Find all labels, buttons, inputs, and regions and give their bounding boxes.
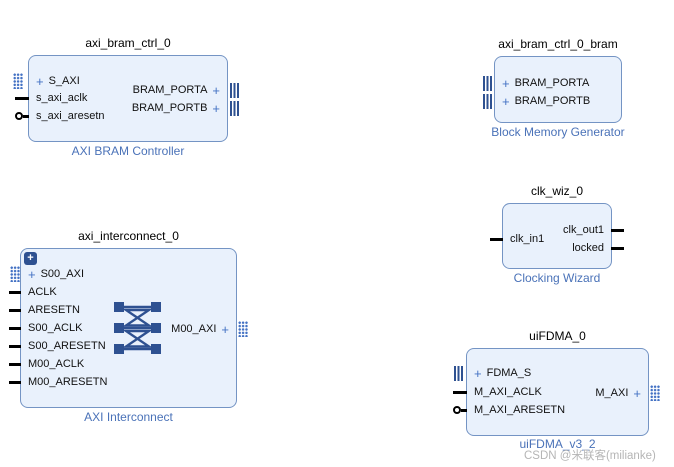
port-label: BRAM_PORTA (132, 84, 208, 96)
expand-plus-icon[interactable]: + (28, 266, 36, 282)
port-aclk[interactable]: ACLK (9, 283, 57, 301)
port-s00-axi[interactable]: + S00_AXI (10, 265, 85, 283)
expand-plus-icon[interactable]: + (36, 73, 44, 89)
ip-block-body[interactable]: + + S00_AXI ACLK ARESETN S00_ACLK S00_AR… (9, 248, 248, 408)
pin-stub (9, 326, 21, 330)
port-m-axi-aclk[interactable]: M_AXI_ACLK (453, 383, 542, 401)
port-m-axi-aresetn[interactable]: M_AXI_ARESETN (453, 401, 566, 419)
watermark: CSDN @米联客(milianke) (524, 450, 656, 462)
port-s00-aresetn[interactable]: S00_ARESETN (9, 337, 106, 355)
ip-block-body[interactable]: + FDMA_S M_AXI_ACLK M_AXI_ARESETN M_AXI … (453, 348, 660, 436)
unconnected-interface-icon (650, 385, 660, 401)
connected-bus-icon (230, 82, 240, 98)
port-label: ARESETN (28, 304, 80, 316)
port-label: M00_ARESETN (28, 376, 108, 388)
port-clk-in1[interactable]: clk_in1 (490, 230, 545, 248)
port-bram-porta[interactable]: + BRAM_PORTA (483, 74, 590, 92)
port-label: M00_AXI (171, 323, 217, 335)
port-s00-aclk[interactable]: S00_ACLK (9, 319, 83, 337)
unconnected-interface-icon (238, 321, 248, 337)
ip-instance-name: axi_bram_ctrl_0 (85, 36, 171, 50)
expand-plus-icon[interactable]: + (221, 321, 229, 337)
pin-stub (490, 237, 503, 241)
port-bram-porta[interactable]: BRAM_PORTA + (132, 81, 240, 99)
pin-stub (9, 362, 21, 366)
port-s-axi-aclk[interactable]: s_axi_aclk (15, 89, 88, 107)
active-low-pin-icon (453, 406, 467, 414)
pin-stub (9, 344, 21, 348)
port-label: S_AXI (48, 75, 80, 87)
ip-type-label: AXI Interconnect (84, 410, 173, 424)
pin-stub (453, 390, 467, 394)
port-label: S00_AXI (40, 268, 85, 280)
port-label: FDMA_S (486, 367, 532, 379)
expand-plus-icon[interactable]: + (502, 75, 510, 91)
port-label: S00_ARESETN (28, 340, 106, 352)
connected-bus-icon (454, 365, 464, 381)
ip-block-body[interactable]: clk_in1 clk_out1 locked (490, 203, 624, 269)
pin-stub (9, 380, 21, 384)
port-label: ACLK (28, 286, 57, 298)
ip-block-body[interactable]: + S_AXI s_axi_aclk s_axi_aresetn BRAM_PO… (13, 55, 240, 142)
port-label: s_axi_aresetn (36, 110, 105, 122)
port-clk-out1[interactable]: clk_out1 (563, 221, 624, 239)
port-label: s_axi_aclk (36, 92, 88, 104)
expand-block-button[interactable]: + (24, 252, 37, 265)
expand-plus-icon[interactable]: + (502, 93, 510, 109)
ip-instance-name: axi_interconnect_0 (78, 229, 179, 243)
active-low-pin-icon (15, 112, 29, 120)
unconnected-interface-icon (10, 266, 20, 282)
port-fdma-s[interactable]: + FDMA_S (454, 364, 532, 382)
expand-plus-icon[interactable]: + (212, 100, 220, 116)
ip-type-label: uiFDMA_v3_2 (519, 437, 596, 451)
port-s-axi-aresetn[interactable]: s_axi_aresetn (15, 107, 105, 125)
connected-bus-icon (483, 93, 493, 109)
ip-instance-name: axi_bram_ctrl_0_bram (498, 37, 618, 51)
pin-stub (611, 228, 624, 232)
port-label: BRAM_PORTB (514, 95, 591, 107)
ip-type-label: Clocking Wizard (513, 271, 601, 285)
ip-type-label: Block Memory Generator (491, 125, 625, 139)
crossbar-icon (114, 302, 161, 354)
port-label: S00_ACLK (28, 322, 83, 334)
ip-instance-name: uiFDMA_0 (529, 329, 586, 343)
port-label: M_AXI_ACLK (474, 386, 542, 398)
port-label: clk_in1 (510, 233, 545, 245)
port-m00-axi[interactable]: M00_AXI + (171, 320, 248, 338)
port-label: locked (572, 242, 604, 254)
pin-stub (9, 290, 21, 294)
pin-stub (15, 96, 29, 100)
port-s-axi[interactable]: + S_AXI (13, 72, 80, 90)
ip-instance-name: clk_wiz_0 (530, 184, 584, 198)
port-bram-portb[interactable]: BRAM_PORTB + (131, 99, 240, 117)
port-m-axi[interactable]: M_AXI + (595, 384, 660, 402)
expand-plus-icon[interactable]: + (474, 365, 482, 381)
connected-bus-icon (230, 100, 240, 116)
port-label: M_AXI_ARESETN (474, 404, 566, 416)
port-m00-aclk[interactable]: M00_ACLK (9, 355, 85, 373)
port-m00-aresetn[interactable]: M00_ARESETN (9, 373, 108, 391)
ip-type-label: AXI BRAM Controller (71, 144, 185, 158)
port-label: BRAM_PORTB (131, 102, 208, 114)
pin-stub (611, 246, 624, 250)
port-label: BRAM_PORTA (514, 77, 590, 89)
port-locked[interactable]: locked (572, 239, 624, 257)
pin-stub (9, 308, 21, 312)
unconnected-interface-icon (13, 73, 23, 89)
ip-block-body[interactable]: + BRAM_PORTA + BRAM_PORTB (483, 56, 622, 123)
expand-plus-icon[interactable]: + (212, 82, 220, 98)
port-bram-portb[interactable]: + BRAM_PORTB (483, 92, 591, 110)
port-label: M00_ACLK (28, 358, 85, 370)
port-label: clk_out1 (563, 224, 604, 236)
connected-bus-icon (483, 75, 493, 91)
expand-plus-icon[interactable]: + (633, 385, 641, 401)
port-aresetn[interactable]: ARESETN (9, 301, 80, 319)
port-label: M_AXI (595, 387, 629, 399)
